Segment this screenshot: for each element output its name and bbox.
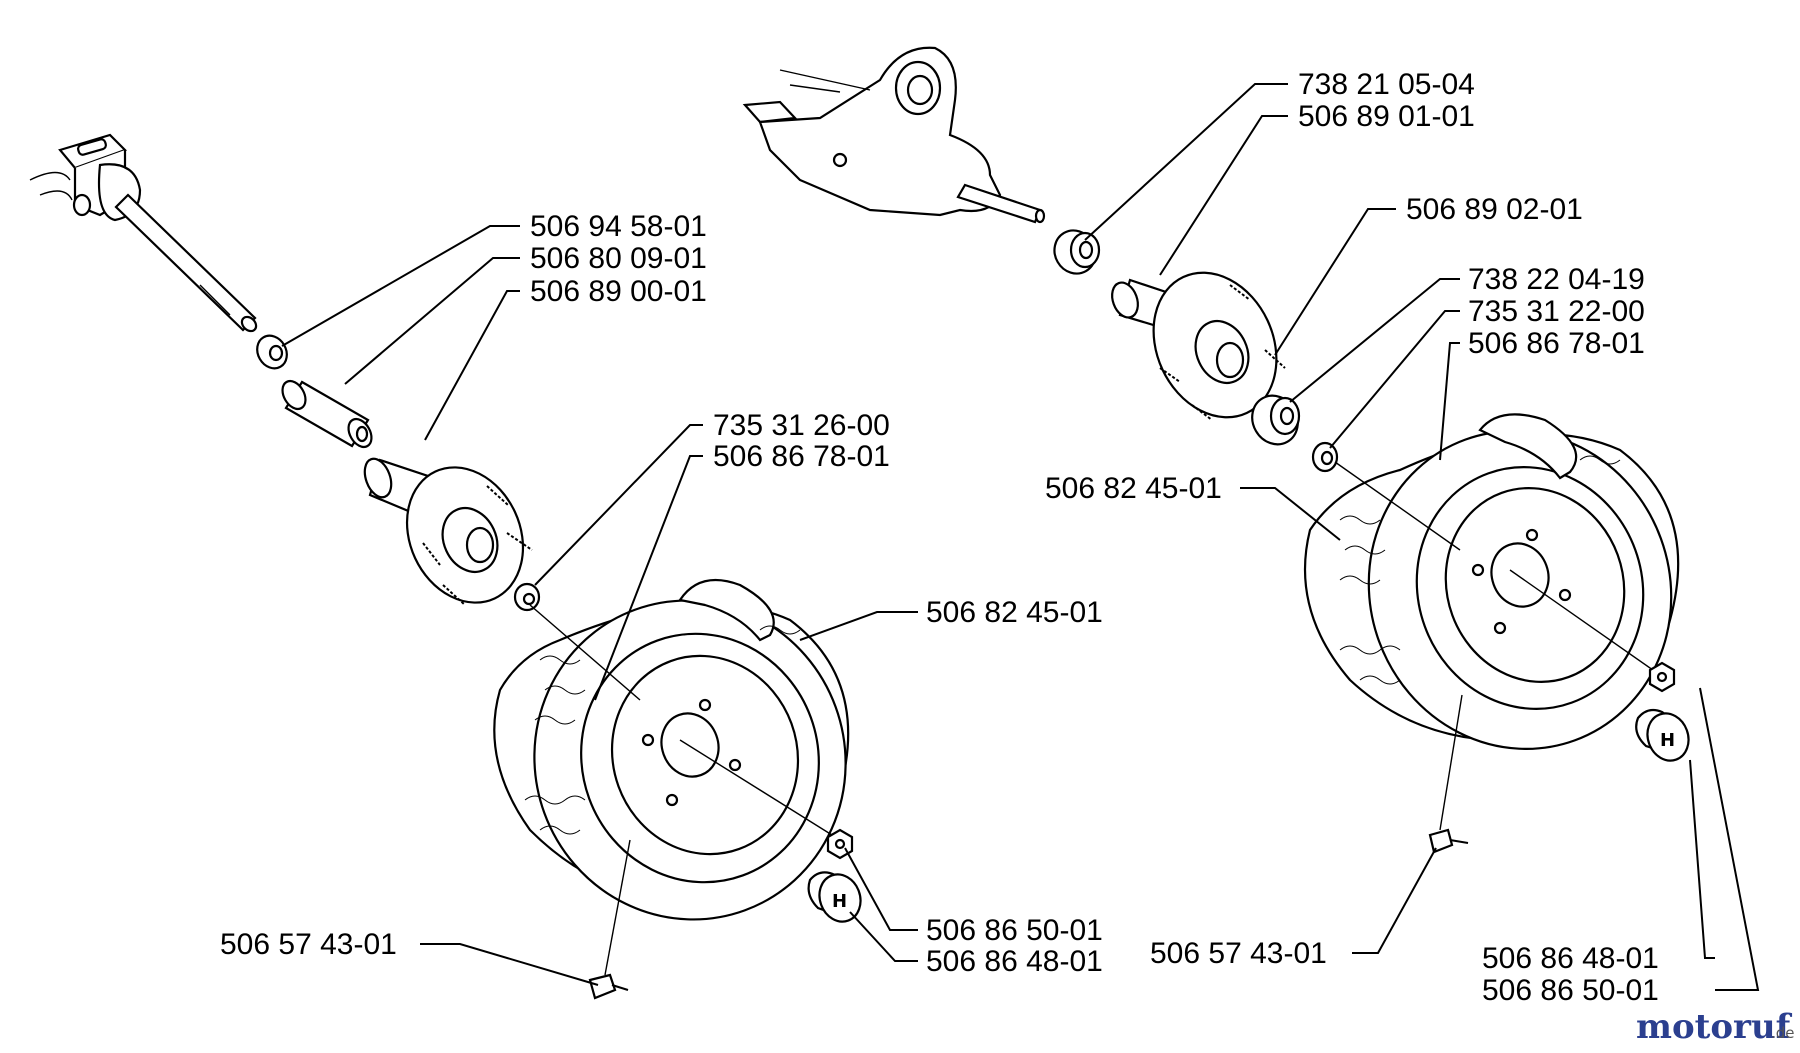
label-left-washer: 506 94 58-01 [530,210,707,243]
left-cap: H [807,871,862,923]
label-right-nut: 506 86 50-01 [1482,974,1659,1007]
label-right-lock-washer: 735 31 22-00 [1468,295,1645,328]
right-wheel [1303,413,1680,750]
right-cap: H [1635,708,1690,762]
label-left-hub: 506 89 00-01 [530,275,707,308]
right-nut [1648,661,1676,693]
label-right-valve: 506 57 43-01 [1150,937,1327,970]
right-bearing [1251,394,1301,446]
left-hub [363,457,533,606]
right-assembly: H 738 21 05-04 506 89 01-01 506 89 02-01 [742,46,1760,1007]
left-spacer [281,379,373,449]
label-right-flat-washer: 506 86 78-01 [1468,327,1645,360]
right-labels: 738 21 05-04 506 89 01-01 506 89 02-01 7… [1045,68,1659,1007]
right-valve [1428,694,1469,854]
right-steering-arm [742,46,1046,224]
left-cap-emblem: H [832,891,847,912]
left-labels: 506 94 58-01 506 80 09-01 506 89 00-01 7… [220,210,1103,978]
right-lock-washer [1311,441,1339,473]
label-right-cap: 506 86 48-01 [1482,942,1659,975]
label-right-stud: 506 89 02-01 [1406,193,1583,226]
left-lock-washer [513,582,541,612]
label-left-spacer: 506 80 09-01 [530,242,707,275]
right-cap-emblem: H [1660,730,1675,751]
right-washer [1053,229,1101,275]
label-right-washer: 738 21 05-04 [1298,68,1475,101]
left-wheel [493,578,850,921]
label-left-valve: 506 57 43-01 [220,928,397,961]
label-right-hub: 506 89 01-01 [1298,100,1475,133]
label-left-lock-washer: 735 31 26-00 [713,409,890,442]
right-leaders [1084,83,1760,991]
label-left-wheel: 506 82 45-01 [926,596,1103,629]
right-hub [1111,271,1286,421]
watermark-suffix: .de [1771,1024,1795,1042]
watermark-brand: motoruf [1636,1007,1793,1047]
label-right-bearing: 738 22 04-19 [1468,263,1645,296]
left-axle-bracket [29,133,258,333]
watermark: motoruf .de [1636,1007,1795,1047]
left-washer [256,334,288,370]
left-assembly: H 506 94 58-01 506 80 09-01 506 89 00-01… [29,133,1103,1000]
left-valve [588,839,631,1000]
label-left-nut: 506 86 50-01 [926,914,1103,947]
label-left-flat-washer: 506 86 78-01 [713,440,890,473]
label-left-cap: 506 86 48-01 [926,945,1103,978]
left-leaders [281,225,918,986]
label-right-wheel: 506 82 45-01 [1045,472,1222,505]
